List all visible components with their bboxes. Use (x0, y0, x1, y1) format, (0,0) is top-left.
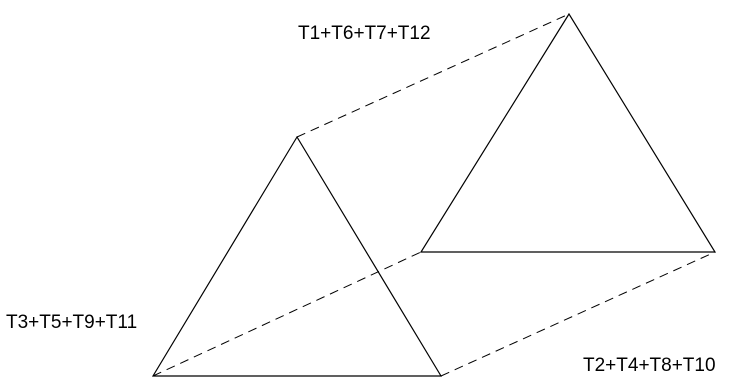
connector-left-vertices (152, 251, 422, 377)
label-top: T1+T6+T7+T12 (298, 23, 431, 44)
connector-right-vertices (440, 251, 716, 377)
connector-top-vertices (296, 13, 570, 138)
label-left: T3+T5+T9+T11 (6, 312, 137, 333)
label-bottom-right: T2+T4+T8+T10 (583, 355, 716, 376)
back-triangle (419, 12, 717, 253)
front-triangle (151, 135, 443, 377)
